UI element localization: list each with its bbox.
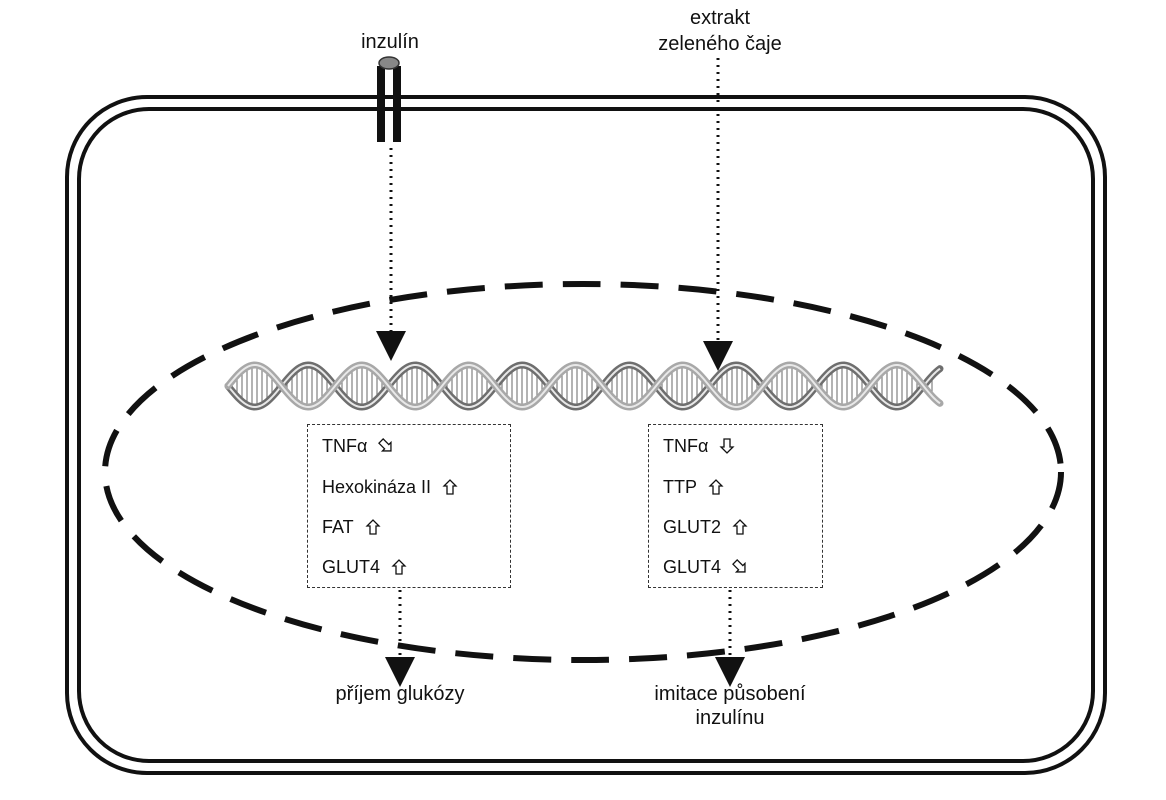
insulin-mimic-label-line1: imitace působení: [654, 683, 806, 705]
slight-down-arrow-icon: [378, 438, 393, 452]
gene-name: TNFα: [322, 436, 368, 456]
gene-name: GLUT2: [663, 517, 722, 537]
gene-row: GLUT4: [322, 556, 408, 578]
green-tea-label-line2: zeleného čaje: [658, 33, 782, 55]
gene-row: TNFα: [663, 435, 736, 457]
gene-name: GLUT4: [322, 557, 381, 577]
glucose-uptake-label: příjem glukózy: [335, 683, 465, 705]
insulin-receptor: [377, 56, 401, 142]
down-arrow-icon: [719, 438, 735, 454]
insulin-mimic-label-line2: inzulínu: [695, 707, 765, 729]
dna-backbone-highlight: [227, 363, 941, 409]
gene-row: TNFα: [322, 435, 395, 457]
gene-name: Hexokináza II: [322, 477, 432, 497]
gene-name: FAT: [322, 517, 354, 537]
dna-double-helix: [224, 361, 944, 411]
cell-membrane-inner: [77, 107, 1095, 763]
gene-name: TNFα: [663, 436, 709, 456]
dna-backbone-highlight: [227, 363, 941, 409]
gene-row: GLUT2: [663, 516, 749, 538]
insulin-label: inzulín: [361, 31, 419, 53]
green-tea-label-line1: extrakt: [689, 7, 751, 29]
gene-name: GLUT4: [663, 557, 722, 577]
gene-row: Hexokináza II: [322, 476, 459, 498]
gene-row: GLUT4: [663, 556, 749, 578]
nucleus-dashed-ellipse: [102, 281, 1064, 663]
up-arrow-icon: [391, 559, 407, 575]
cell-membrane-outer: [65, 95, 1107, 775]
green-tea-gene-box: TNFα TTP GLUT2 GLUT4: [648, 424, 823, 588]
up-arrow-icon: [442, 479, 458, 495]
up-arrow-icon: [708, 479, 724, 495]
gene-name: TTP: [663, 477, 697, 497]
up-arrow-icon: [732, 519, 748, 535]
gene-row: FAT: [322, 516, 382, 538]
slight-down-arrow-icon: [732, 559, 746, 573]
gene-row: TTP: [663, 476, 725, 498]
up-arrow-icon: [365, 519, 381, 535]
insulin-gene-box: TNFα Hexokináza II FAT GLUT4: [307, 424, 511, 588]
